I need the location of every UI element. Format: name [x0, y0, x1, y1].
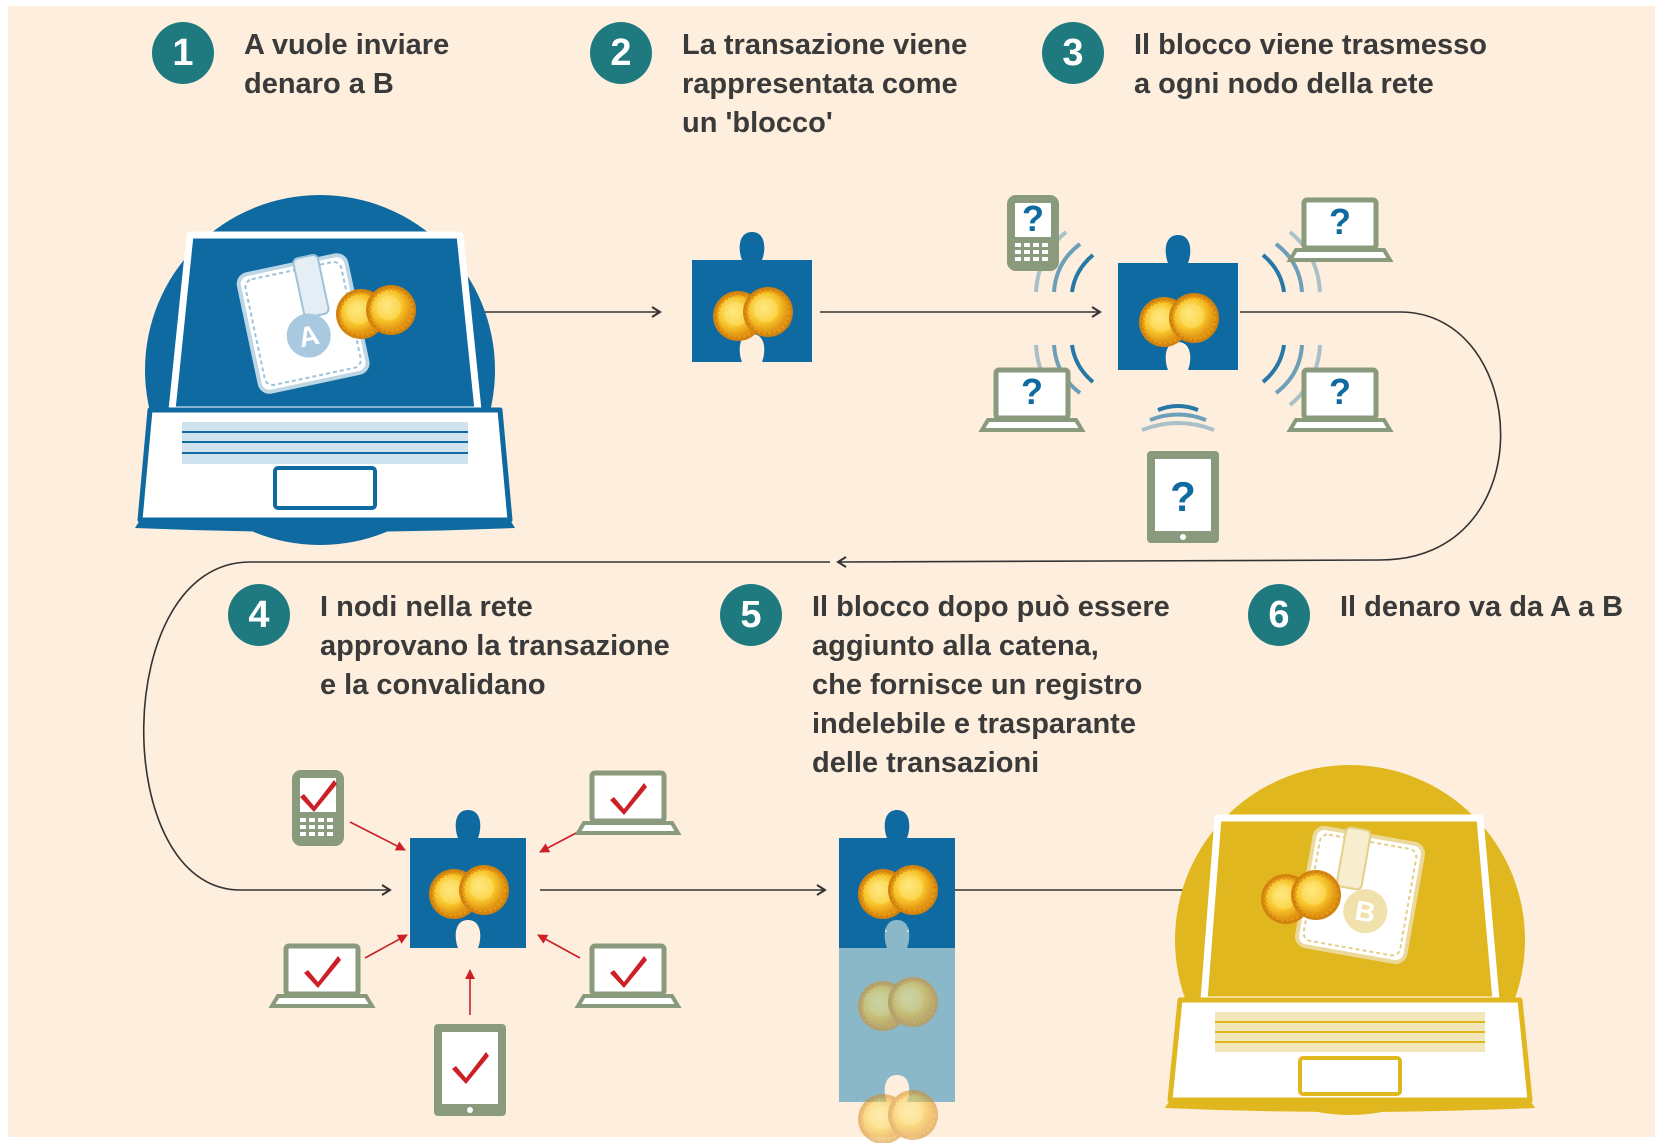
step-1: 1 A vuole inviare denaro a B: [152, 22, 449, 104]
question-mark-icon: ?: [1329, 371, 1351, 412]
blockchain-icon: [839, 810, 955, 1143]
question-mark-icon: ?: [1021, 371, 1043, 412]
question-mark-icon: ?: [1170, 473, 1196, 520]
step-text: I nodi nella rete approvano la transazio…: [320, 591, 670, 701]
step-text: A vuole inviare denaro a B: [244, 29, 450, 100]
step-number: 2: [590, 22, 652, 84]
unverified-phone-node: ?: [1007, 195, 1059, 271]
broadcast-block-icon: [1118, 235, 1238, 370]
step-4: 4 I nodi nella rete approvano la transaz…: [228, 584, 670, 705]
step-number: 4: [228, 584, 290, 646]
verified-phone-node: ✔: [292, 770, 344, 846]
step-text: La transazione viene rappresentata come …: [682, 29, 968, 139]
validation-arrows: [349, 821, 581, 1015]
verified-laptop-node: [272, 946, 372, 1006]
step-2: 2 La transazione viene rappresentata com…: [590, 22, 967, 143]
verified-tablet-node: [434, 1024, 506, 1116]
step-3: 3 Il blocco viene trasmesso a ogni nodo …: [1042, 22, 1487, 104]
coins-icon: [336, 285, 416, 339]
step-text: Il blocco viene trasmesso a ogni nodo de…: [1134, 29, 1487, 100]
step-text: Il denaro va da A a B: [1340, 591, 1624, 623]
step-6: 6 Il denaro va da A a B: [1248, 584, 1623, 646]
step-number: 1: [152, 22, 214, 84]
flow-arrow-to-validation: [142, 561, 830, 896]
question-mark-icon: ?: [1022, 198, 1044, 239]
unverified-laptop-node: ?: [1290, 370, 1390, 430]
unverified-laptop-node: ?: [1290, 200, 1390, 260]
unverified-laptop-node: ?: [982, 370, 1082, 430]
block-puzzle-icon: [692, 232, 812, 362]
unverified-tablet-node: ?: [1147, 451, 1219, 543]
broadcast-waves: [1034, 230, 1322, 432]
step-number: 3: [1042, 22, 1104, 84]
flow-arrow-network-return: [836, 311, 1502, 568]
step-number: 6: [1248, 584, 1310, 646]
receiver-laptop: B: [1165, 765, 1535, 1115]
verified-laptop-node: [578, 773, 678, 833]
step-text: Il blocco dopo può essere aggiunto alla …: [812, 591, 1170, 779]
question-mark-icon: ?: [1329, 201, 1351, 242]
verified-laptop-node: [578, 946, 678, 1006]
step-number: 5: [720, 584, 782, 646]
coins-icon: [1261, 870, 1341, 924]
step-5: 5 Il blocco dopo può essere aggiunto all…: [720, 584, 1170, 783]
sender-laptop: A: [135, 195, 515, 545]
validated-block-icon: [410, 810, 526, 948]
